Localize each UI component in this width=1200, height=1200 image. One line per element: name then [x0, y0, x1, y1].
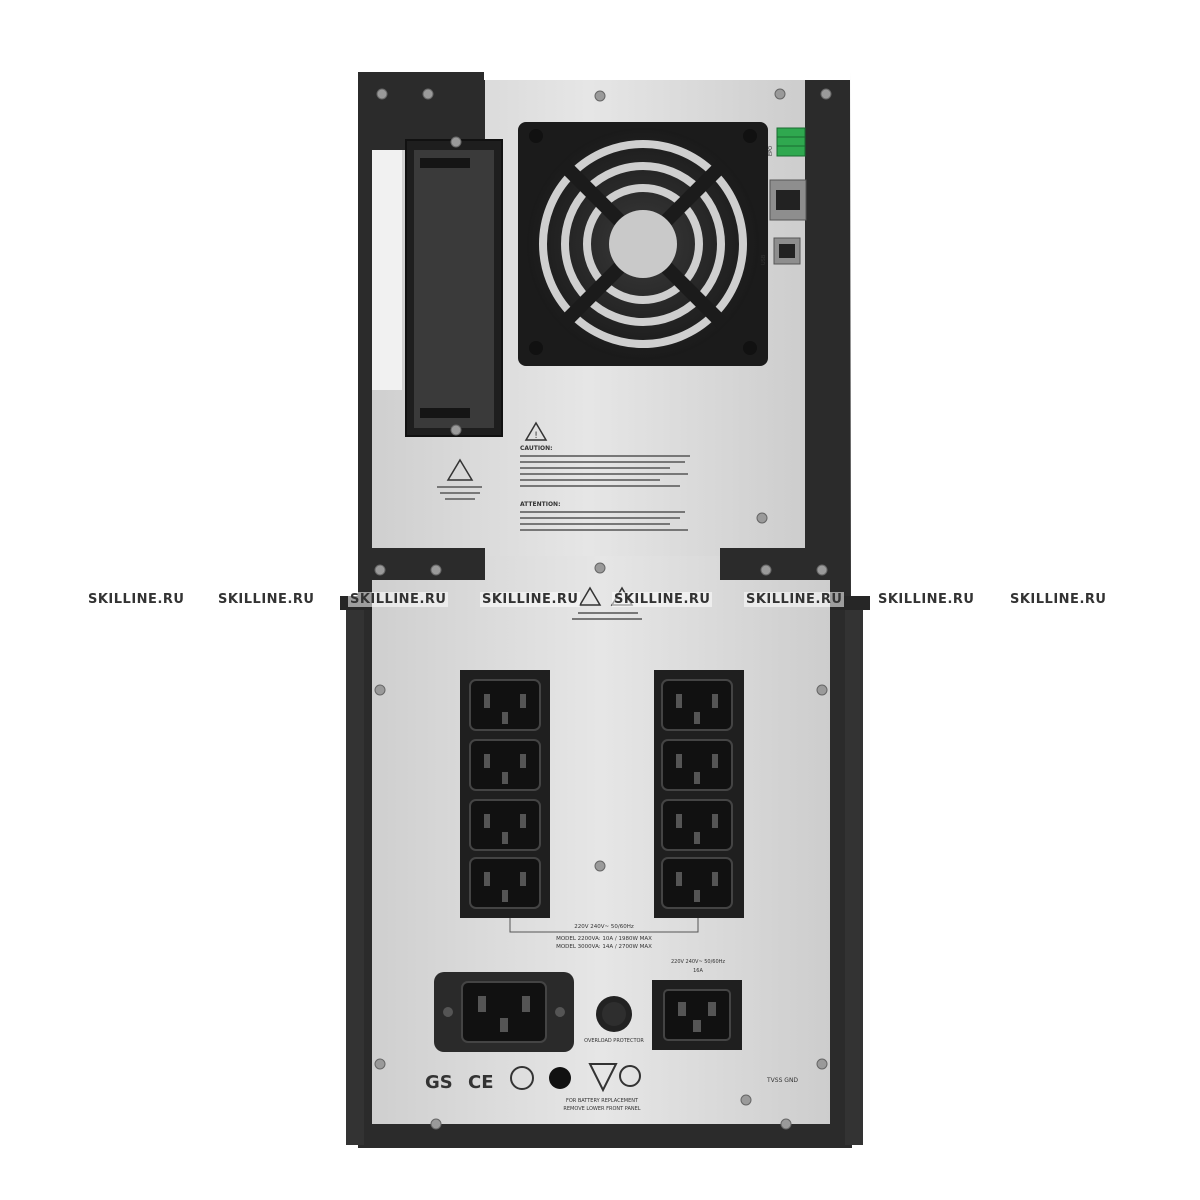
safety-mark: [619, 1065, 641, 1087]
outlet-bank-left: [460, 670, 550, 918]
svg-text:!: !: [534, 431, 538, 441]
outlet-rating-line-3: MODEL 3000VA: 14A / 2700W MAX: [556, 944, 652, 950]
watermark-text: SKILLINE.RU: [86, 592, 187, 607]
attention-label: ATTENTION:: [520, 501, 560, 508]
input-rating-line-1: 220V 240V~ 50/60Hz: [671, 959, 725, 965]
battery-note-2: REMOVE LOWER FRONT PANEL: [563, 1106, 640, 1112]
ukr-mark: [588, 1063, 618, 1093]
outlet-c13[interactable]: [469, 799, 541, 851]
usb-port[interactable]: [773, 237, 801, 265]
outlet-rating-line-2: MODEL 2200VA: 10A / 1980W MAX: [556, 936, 652, 942]
outlet-rating-label: 220V 240V~ 50/60Hz MODEL 2200VA: 10A / 1…: [509, 918, 699, 950]
input-rating-line-2: 16A: [693, 968, 703, 974]
tvss-label: TVSS GND: [766, 1077, 798, 1084]
watermark-text: SKILLINE.RU: [348, 592, 449, 607]
cert-mark: [549, 1067, 571, 1089]
outlet-c19[interactable]: [652, 980, 742, 1050]
ce-mark: CE: [468, 1072, 494, 1093]
epo-terminal[interactable]: [776, 127, 806, 157]
battery-note-1: FOR BATTERY REPLACEMENT: [566, 1098, 639, 1104]
watermark-text: SKILLINE.RU: [876, 592, 977, 607]
overload-label: OVERLOAD PROTECTOR: [584, 1038, 644, 1044]
epo-label: EPO: [768, 146, 774, 156]
outlet-c13[interactable]: [661, 799, 733, 851]
warning-label-upper: ! CAUTION: ATTENTION:: [437, 421, 690, 531]
watermark-text: SKILLINE.RU: [216, 592, 317, 607]
outlet-c13[interactable]: [469, 679, 541, 731]
outlet-c13[interactable]: [661, 739, 733, 791]
outlet-c13[interactable]: [469, 739, 541, 791]
watermark-text: SKILLINE.RU: [744, 592, 845, 607]
gs-mark: GS: [425, 1072, 453, 1093]
outlet-bank-right: [654, 670, 744, 918]
certification-marks: GS CE FOR BATTERY REPLACEMENT REMOVE LOW…: [425, 1063, 798, 1112]
overload-protector-button[interactable]: [596, 996, 632, 1032]
outlet-c13[interactable]: [661, 857, 733, 909]
caution-label: CAUTION:: [520, 445, 553, 452]
watermark-text: SKILLINE.RU: [1008, 592, 1109, 607]
watermark-text: SKILLINE.RU: [480, 592, 581, 607]
screws: [374, 88, 832, 1130]
network-port[interactable]: [769, 179, 807, 221]
outlet-c13[interactable]: [469, 857, 541, 909]
cooling-fan: [518, 122, 768, 366]
outlet-c13[interactable]: [661, 679, 733, 731]
pct-mark: [510, 1066, 534, 1090]
expansion-slot-cover: [405, 139, 503, 437]
watermark-text: SKILLINE.RU: [612, 592, 713, 607]
usb-label: USB: [761, 254, 767, 265]
outlet-rating-line-1: 220V 240V~ 50/60Hz: [574, 924, 634, 930]
input-socket-c20[interactable]: [434, 972, 574, 1052]
